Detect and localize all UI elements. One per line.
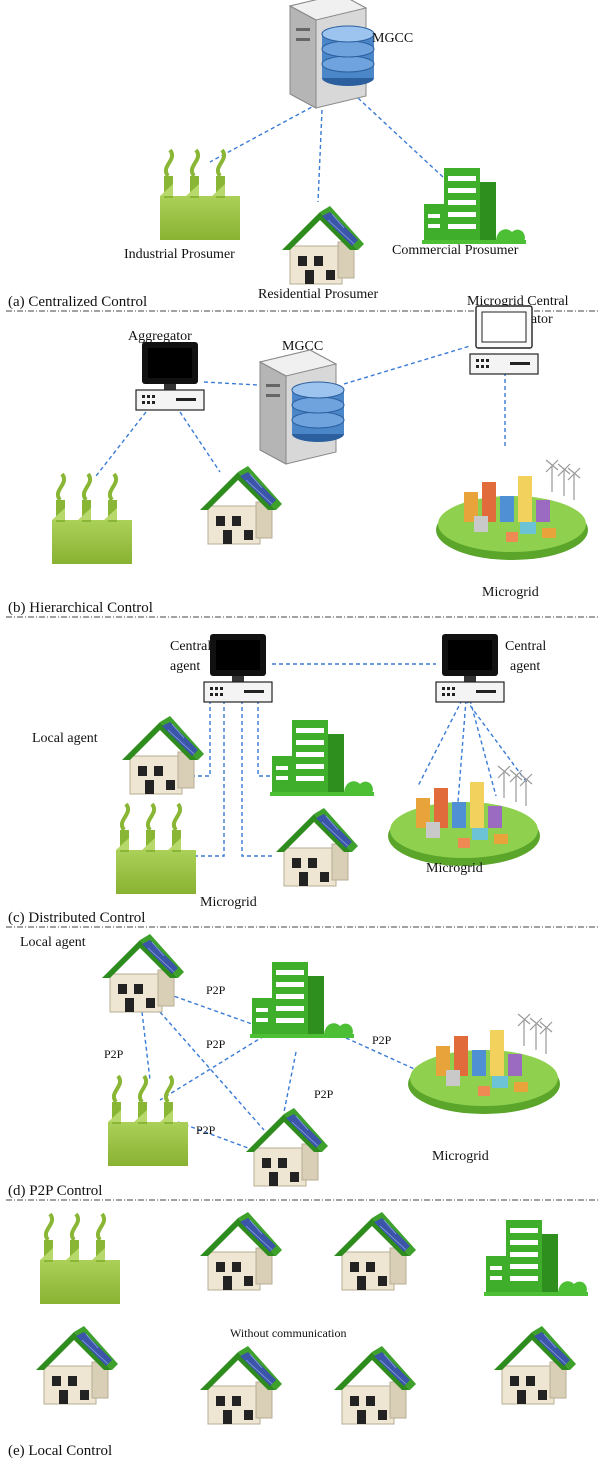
link-agent-building <box>257 700 272 777</box>
microgrid-label-d: Microgrid <box>432 1149 489 1164</box>
local-agent-label-d: Local agent <box>20 935 86 950</box>
caption-a: (a) Centralized Control <box>8 294 147 310</box>
house-icon-b <box>199 465 283 545</box>
commercial-building-icon <box>422 168 526 244</box>
mgcc-label-b: MGCC <box>282 339 323 354</box>
link-house-building <box>167 993 253 1025</box>
link-building-factory <box>159 1035 265 1101</box>
house-icon-e1 <box>199 1211 283 1291</box>
mgcc-server-icon-b <box>259 349 345 465</box>
central-agent-left-line2: agent <box>170 659 200 674</box>
house-icon-c2 <box>275 807 359 887</box>
mgcc-label: MGCC <box>372 31 413 46</box>
house-icon-e6 <box>493 1325 577 1405</box>
aggregator-label: Aggregator <box>128 329 192 344</box>
panel-d-p2p: Local agent P2P P2P P2P P2P P2P P2P Micr… <box>6 933 600 1201</box>
house-icon-e3 <box>35 1325 119 1405</box>
link-ragent-mg4 <box>465 699 529 785</box>
factory-icon-e <box>38 1212 122 1306</box>
p2p-label-2: P2P <box>206 1037 226 1051</box>
link-ragent-mg3 <box>469 699 497 797</box>
p2p-label-1: P2P <box>206 983 226 997</box>
microgrid-label-b: Microgrid <box>482 585 539 600</box>
central-agent-left-line1: Central <box>170 639 211 654</box>
link-building-microgrid <box>345 1037 431 1077</box>
building-icon-d <box>250 962 354 1038</box>
house-icon-e5 <box>333 1345 417 1425</box>
industrial-prosumer-label: Industrial Prosumer <box>124 247 235 262</box>
link-agent-factory <box>196 700 225 857</box>
microgrid-icon-c <box>387 765 541 867</box>
house-icon-d2 <box>245 1107 329 1187</box>
microgrid-icon-b <box>435 459 589 561</box>
central-agent-right-line1: Central <box>505 639 546 654</box>
link-factory-house2 <box>177 1121 249 1149</box>
link-aggregator-mgcc <box>203 381 277 387</box>
building-icon-c <box>270 720 374 796</box>
p2p-label-5: P2P <box>314 1087 334 1101</box>
link-ragent-mg2 <box>457 699 467 803</box>
house-icon-c1 <box>121 715 205 795</box>
caption-b: (b) Hierarchical Control <box>8 600 153 616</box>
caption-e: (e) Local Control <box>8 1443 112 1459</box>
panel-a-centralized: MGCC Industrial Prosumer Residential Pro… <box>6 0 600 312</box>
central-agent-right-line2: agent <box>510 659 540 674</box>
factory-icon-b <box>50 472 134 566</box>
residential-house-icon <box>281 205 365 285</box>
link-mgcc-commercial <box>357 97 445 179</box>
link-house-house2 <box>159 1011 265 1131</box>
caption-c: (c) Distributed Control <box>8 910 145 926</box>
link-aggregator-house <box>179 411 221 473</box>
central-agent-left-icon <box>203 633 273 703</box>
link-aggregator-factory <box>95 411 147 477</box>
p2p-label-6: P2P <box>196 1123 216 1137</box>
without-communication-label: Without communication <box>230 1326 347 1340</box>
link-agent-house2 <box>241 700 272 857</box>
panel-e-local: Without communication (e) Local Control <box>8 1211 588 1459</box>
microgrid-bottom-label-c: Microgrid <box>200 895 257 910</box>
mgcc-server-icon <box>289 0 375 109</box>
caption-d: (d) P2P Control <box>8 1183 102 1199</box>
p2p-label-4: P2P <box>372 1033 392 1047</box>
factory-icon-d <box>106 1074 190 1168</box>
residential-prosumer-label: Residential Prosumer <box>258 287 378 302</box>
microgrid-label-c: Microgrid <box>426 861 483 876</box>
link-building-house2 <box>283 1051 297 1113</box>
link-ragent-mg1 <box>417 699 463 787</box>
industrial-factory-icon <box>158 148 242 242</box>
house-icon-e2 <box>333 1211 417 1291</box>
central-agent-right-icon <box>435 633 505 703</box>
link-mgcc-coordinator <box>343 345 471 385</box>
house-icon-e4 <box>199 1345 283 1425</box>
building-icon-e <box>484 1220 588 1296</box>
p2p-label-3: P2P <box>104 1047 124 1061</box>
aggregator-computer-icon <box>135 341 205 411</box>
panel-b-hierarchical: Aggregator MGCC Microgrid Central Coordi… <box>6 294 600 618</box>
coordinator-computer-icon <box>469 305 539 375</box>
local-agent-label-c: Local agent <box>32 731 98 746</box>
factory-icon-c <box>114 802 198 896</box>
coordinator-label-line1: Microgrid Central <box>467 294 569 309</box>
link-house-factory <box>141 1011 151 1081</box>
panel-c-distributed: Central agent Central agent Local agent … <box>6 633 600 928</box>
microgrid-icon-d <box>407 1013 561 1115</box>
link-mgcc-residential <box>317 109 323 203</box>
commercial-prosumer-label: Commercial Prosumer <box>392 243 519 258</box>
house-icon-d1 <box>101 933 185 1013</box>
